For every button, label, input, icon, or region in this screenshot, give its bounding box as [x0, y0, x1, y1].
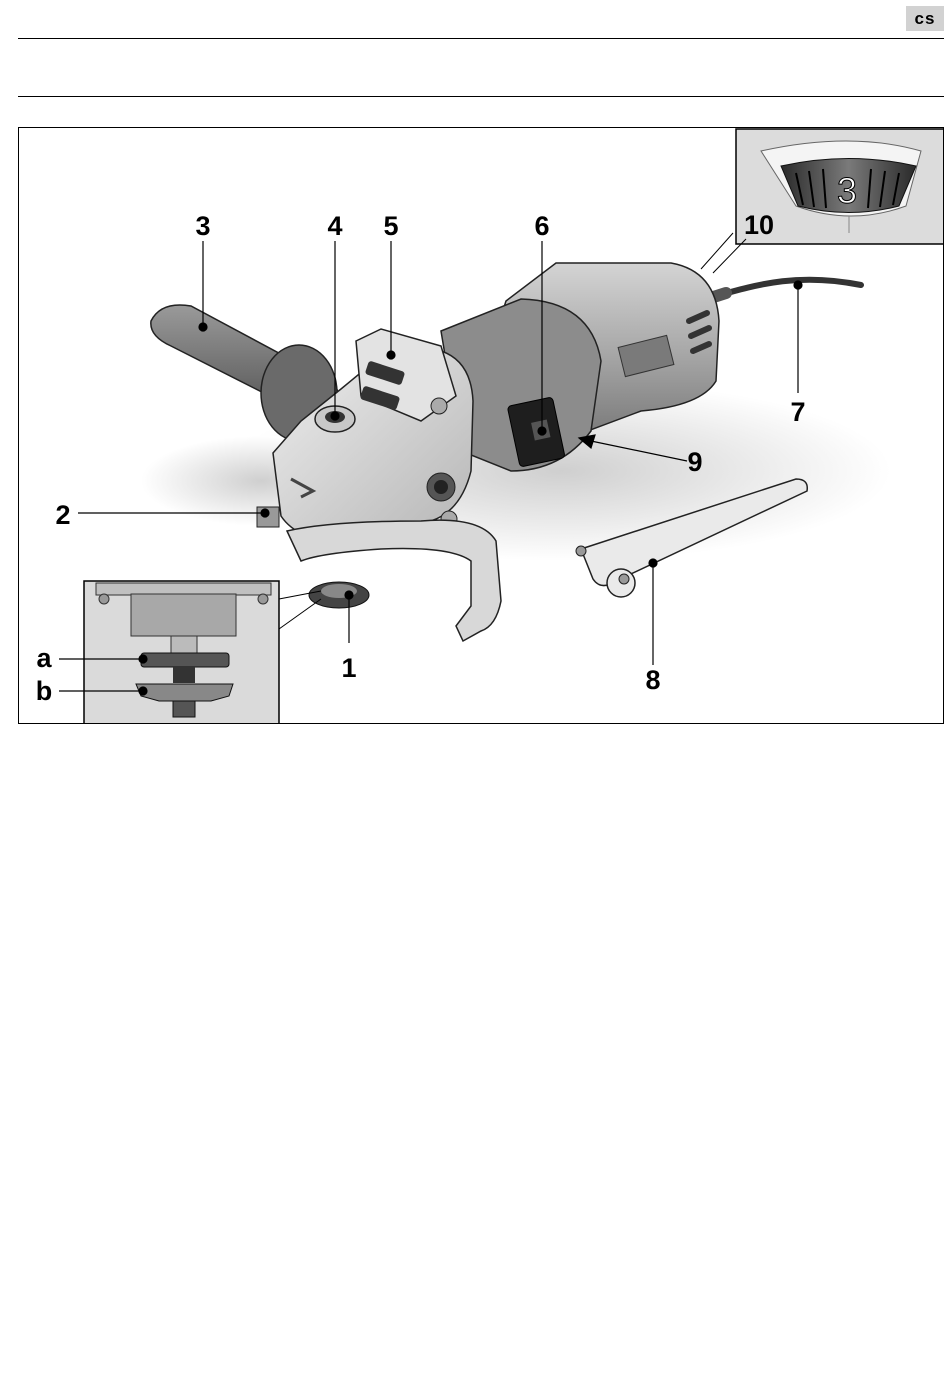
- callout-10: 10: [744, 210, 774, 240]
- callout-4: 4: [327, 211, 342, 241]
- power-cable: [713, 280, 861, 297]
- screw-head: [431, 398, 447, 414]
- protective-guard: [287, 520, 501, 641]
- inset-connector-2: [701, 233, 733, 269]
- spanner-pin-2: [619, 574, 629, 584]
- callout-3: 3: [195, 211, 210, 241]
- thread-bore: [434, 480, 448, 494]
- detail-connector-1: [279, 599, 321, 629]
- callout-8: 8: [645, 665, 660, 695]
- product-illustration: 3 1 2 3 4 5 6 7 8 9 10 a: [18, 127, 944, 724]
- angle-grinder-drawing: 3 1 2 3 4 5 6 7 8 9 10 a: [19, 128, 944, 724]
- title-rule: [18, 96, 944, 97]
- header-rule: [18, 38, 944, 39]
- callout-6: 6: [534, 211, 549, 241]
- inset-connector-1: [713, 239, 746, 273]
- callout-b: b: [36, 676, 53, 706]
- language-badge: cs: [906, 6, 944, 31]
- callout-5: 5: [383, 211, 398, 241]
- callout-1: 1: [341, 653, 356, 683]
- callout-2: 2: [55, 500, 70, 530]
- callout-7: 7: [790, 397, 805, 427]
- flange-detail-inset: [84, 581, 279, 724]
- callout-a: a: [36, 643, 52, 673]
- spanner-pin-1: [576, 546, 586, 556]
- callout-9: 9: [687, 447, 702, 477]
- dial-setting-number: 3: [837, 170, 857, 211]
